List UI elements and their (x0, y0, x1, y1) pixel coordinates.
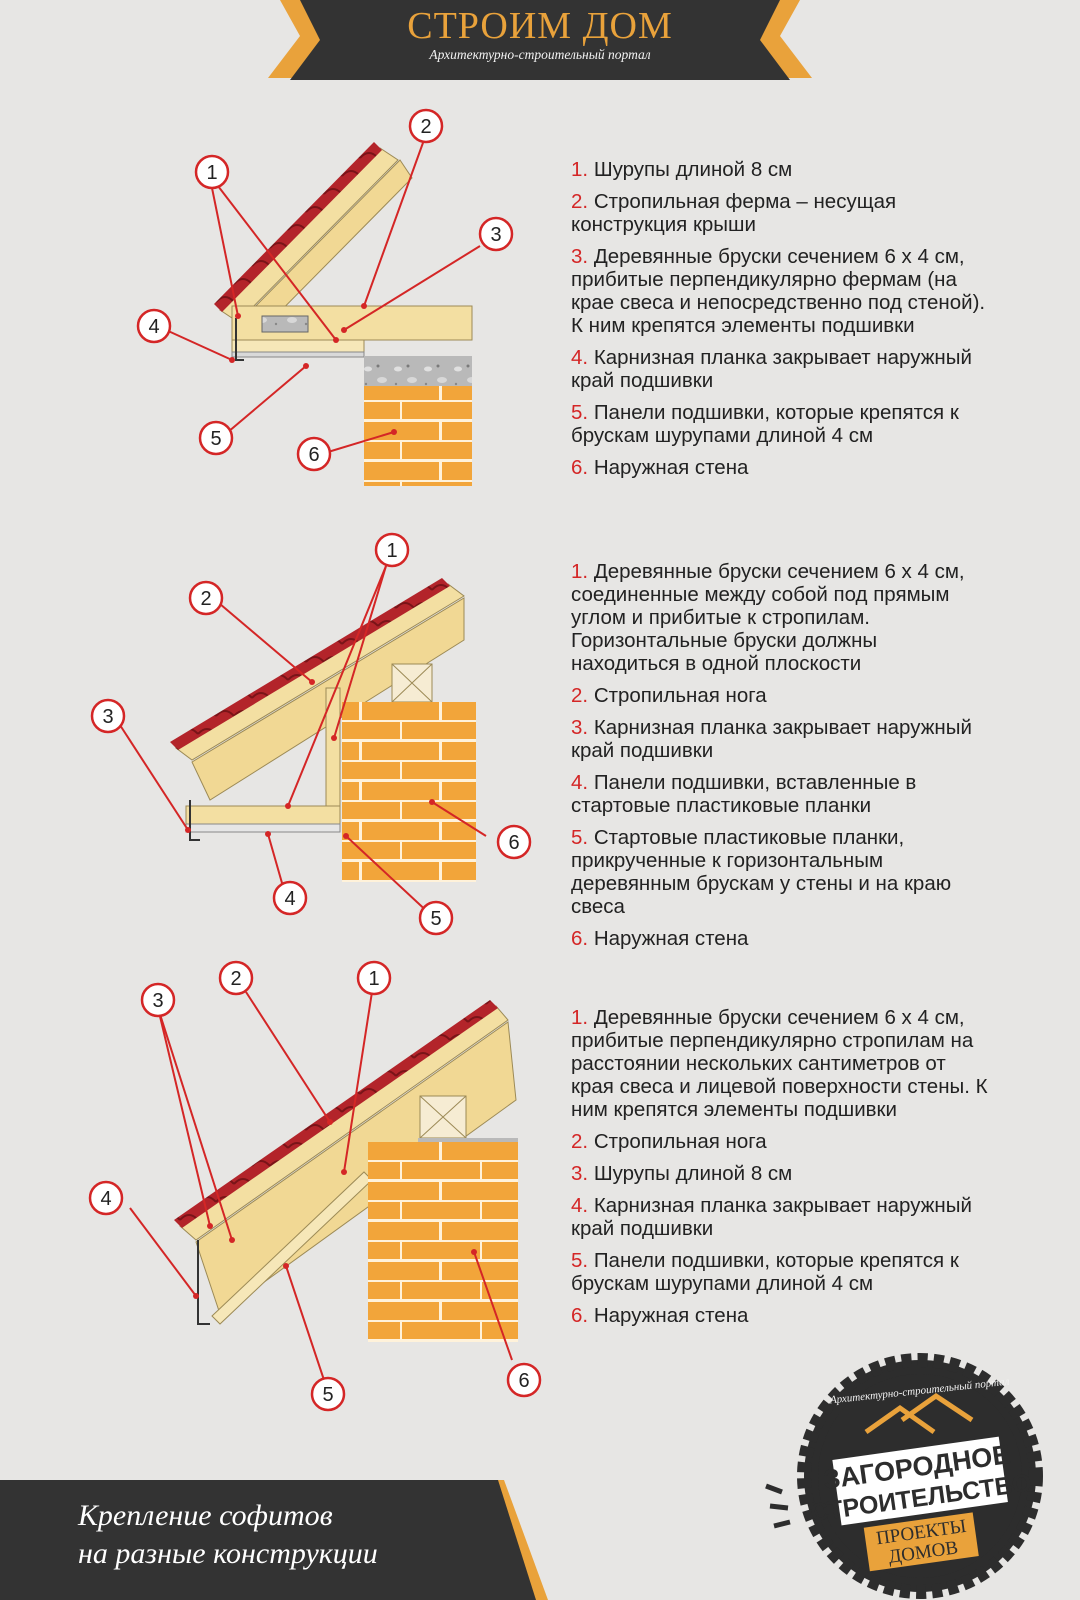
legend-item: 2. Стропильная ферма – несущая конструкц… (571, 190, 897, 236)
callout-d2-5: 5 (430, 908, 441, 930)
diagram-2 (170, 578, 476, 882)
callout-d3-6: 6 (518, 1370, 529, 1392)
legend-diagram-3: 1. Деревянные бруски сечением 6 х 4 см, … (571, 1006, 991, 1327)
callout-d3-3: 3 (152, 990, 163, 1012)
callout-d3-5: 5 (322, 1384, 333, 1406)
legend-item: 3. Деревянные бруски сечением 6 х 4 см, … (571, 245, 986, 337)
callout-d3-4: 4 (100, 1188, 111, 1210)
legend-item: 5. Стартовые пластиковые планки, прикруч… (571, 826, 952, 918)
legend-item: 1. Деревянные бруски сечением 6 х 4 см, … (571, 1006, 988, 1121)
legend-item: 4. Панели подшивки, вставленные в старто… (571, 771, 917, 817)
callout-d1-3: 3 (490, 224, 501, 246)
logo-badge: Архитектурно-строительный портал ЗАГОРОД… (765, 1353, 1043, 1599)
footer-line-1: Крепление софитов (78, 1499, 333, 1532)
legend-item: 6. Наружная стена (571, 1304, 749, 1327)
callout-numbers: 1 2 3 4 5 6 1 2 3 4 5 6 1 2 3 4 5 6 (100, 116, 529, 1406)
footer-banner (0, 1480, 548, 1600)
site-title: СТРОИМ ДОМ (407, 5, 673, 47)
callout-d2-2: 2 (200, 588, 211, 610)
legend-item: 2. Стропильная нога (571, 1130, 767, 1153)
legend-item: 3. Карнизная планка закрывает наружный к… (571, 716, 972, 762)
callout-d2-6: 6 (508, 832, 519, 854)
legend-item: 6. Наружная стена (571, 927, 749, 950)
legend-item: 3. Шурупы длиной 8 см (571, 1162, 793, 1185)
callout-d2-3: 3 (102, 706, 113, 728)
header-banner (268, 0, 812, 80)
site-subtitle: Архитектурно-строительный портал (429, 47, 651, 62)
footer-line-2: на разные конструкции (78, 1537, 378, 1570)
arrow-heads (185, 303, 477, 1299)
callout-d1-2: 2 (420, 116, 431, 138)
callout-d1-5: 5 (210, 428, 221, 450)
legend-item: 2. Стропильная нога (571, 684, 767, 707)
callout-d2-1: 1 (386, 540, 397, 562)
legend-item: 1. Шурупы длиной 8 см (571, 158, 793, 181)
legend-item: 6. Наружная стена (571, 456, 749, 479)
legend-diagram-1: 1. Шурупы длиной 8 см 2. Стропильная фер… (571, 158, 991, 479)
diagram-1 (214, 142, 473, 486)
callout-d1-4: 4 (148, 316, 159, 338)
legend-diagram-2: 1. Деревянные бруски сечением 6 х 4 см, … (571, 560, 991, 950)
callout-d2-4: 4 (284, 888, 295, 910)
legend-item: 4. Карнизная планка закрывает наружный к… (571, 1194, 972, 1240)
callout-d1-6: 6 (308, 444, 319, 466)
callout-arrows (117, 139, 513, 1381)
callout-circles (88, 108, 542, 1412)
callout-d3-1: 1 (368, 968, 379, 990)
legend-item: 4. Карнизная планка закрывает наружный к… (571, 346, 972, 392)
diagram-3 (174, 1000, 518, 1342)
legend-item: 5. Панели подшивки, которые крепятся к б… (571, 1249, 959, 1295)
callout-d1-1: 1 (206, 162, 217, 184)
footer-caption: Крепление софитов на разные конструкции (78, 1497, 378, 1573)
legend-item: 5. Панели подшивки, которые крепятся к б… (571, 401, 959, 447)
callout-d3-2: 2 (230, 968, 241, 990)
legend-item: 1. Деревянные бруски сечением 6 х 4 см, … (571, 560, 965, 675)
